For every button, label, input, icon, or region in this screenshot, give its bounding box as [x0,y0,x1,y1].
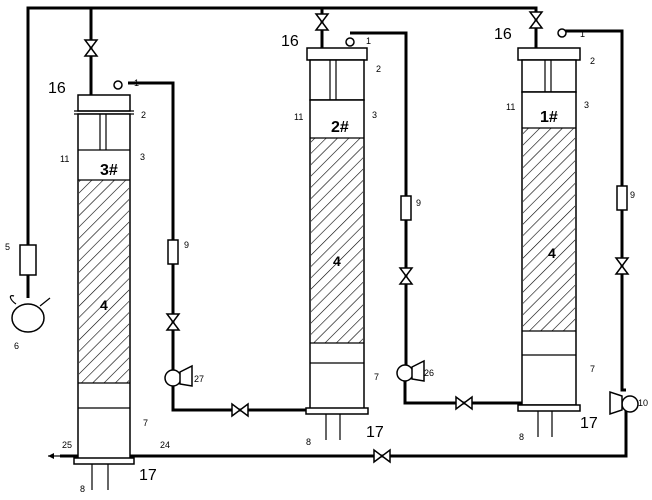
label-3-left: 3 [140,152,145,162]
column-3-number: 3# [100,162,118,179]
pump-10: 10 [609,390,648,416]
column-3: 3# 4 16 1 2 3 11 7 8 17 [48,78,157,494]
valve-mid-riser [398,267,414,285]
column-1-number: 1# [540,109,558,126]
column-2-number: 2# [331,119,349,136]
valve-top-left [83,39,99,57]
label-7-left: 7 [143,418,148,428]
valve-left-riser [165,313,181,331]
label-26: 26 [424,368,434,378]
label-11-left: 11 [60,154,69,164]
label-6: 6 [14,341,19,351]
column-2-packing [311,138,363,343]
column-3-media-label: 4 [100,297,108,313]
flowmeter-mid [400,195,412,221]
feed-tank [19,244,37,276]
label-11-mid: 11 [294,112,303,122]
label-1-right: 1 [580,29,585,39]
label-5: 5 [5,242,10,252]
column-3-packing [79,180,129,383]
label-10: 10 [638,398,648,408]
label-8-right: 8 [519,432,524,442]
label-17-mid: 17 [366,424,384,441]
flowmeter-right [616,185,628,211]
label-16-left: 16 [48,80,66,97]
column-2-media-label: 4 [333,253,341,269]
label-17-left: 17 [139,467,157,484]
label-7-right: 7 [590,364,595,374]
label-9-left: 9 [184,240,189,250]
column-1: 1# 4 16 1 2 3 11 7 8 17 [494,26,598,442]
valve-bottom-mid [455,395,473,411]
pumps: 27 26 10 6 5 [5,242,648,416]
label-27: 27 [194,374,204,384]
label-8-mid: 8 [306,437,311,447]
valve-drain [373,448,391,464]
label-9-mid: 9 [416,198,421,208]
label-8-left: 8 [80,484,85,494]
valve-top-mid [314,13,330,31]
pump-27: 27 [164,364,204,387]
label-3-mid: 3 [372,110,377,120]
label-3-right: 3 [584,100,589,110]
valve-top-right [528,11,544,29]
label-24: 24 [160,440,170,450]
bottom-annotations: 25 24 [48,440,170,459]
column-3-cap [77,94,131,112]
label-7-mid: 7 [374,372,379,382]
column-2: 2# 4 16 1 2 3 11 7 8 17 [281,33,384,447]
flowmeters: 9 9 9 [167,185,635,265]
label-2-right: 2 [590,56,595,66]
feed-pump: 6 [9,295,51,351]
column-1-media-label: 4 [548,245,556,261]
label-11-right: 11 [506,102,515,112]
label-2-mid: 2 [376,64,381,74]
label-16-mid: 16 [281,33,299,50]
label-1-mid: 1 [366,36,371,46]
label-2-left: 2 [141,110,146,120]
valve-right-riser [614,257,630,275]
label-16-right: 16 [494,26,512,43]
label-9-right: 9 [630,190,635,200]
column-1-packing [523,128,575,331]
label-17-right: 17 [580,415,598,432]
flowmeter-left [167,239,179,265]
label-25: 25 [62,440,72,450]
valves [83,11,630,464]
valve-bottom-left [231,402,249,418]
pump-26: 26 [396,359,434,382]
label-1-left: 1 [134,78,139,88]
